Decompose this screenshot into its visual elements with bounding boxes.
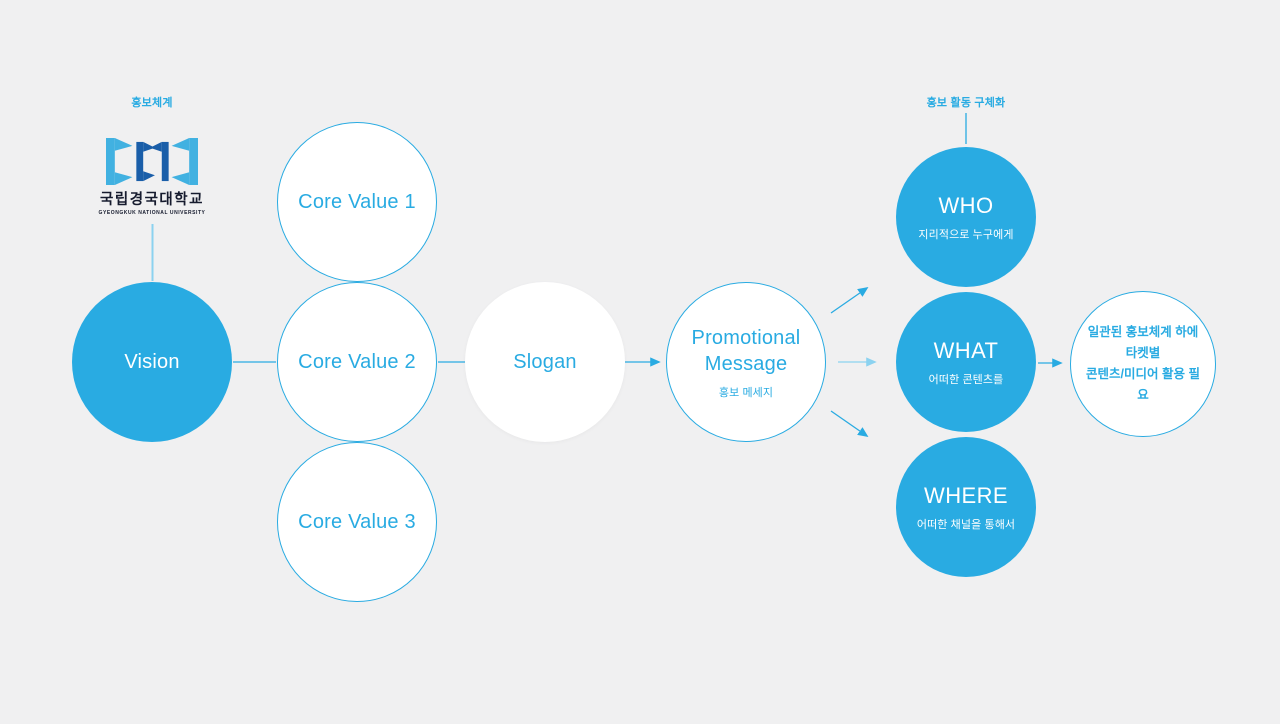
arrow-promotional-message-to-who — [830, 286, 869, 314]
node-where-sublabel: 어떠한 채널을 통해서 — [916, 518, 1016, 531]
node-what: WHAT 어떠한 콘텐츠를 — [896, 292, 1036, 432]
node-note-line1: 일관된 홍보체계 하에 타켓별 — [1087, 324, 1199, 360]
arrow-promotional-message-to-where — [830, 410, 869, 438]
section-label-promotion-system: 홍보체계 — [131, 97, 173, 109]
node-note-text: 일관된 홍보체계 하에 타켓별 콘텐츠/미디어 활용 필요 — [1081, 322, 1205, 407]
node-core-value-1-label: Core Value 1 — [298, 191, 416, 213]
node-note: 일관된 홍보체계 하에 타켓별 콘텐츠/미디어 활용 필요 — [1070, 291, 1216, 437]
node-core-value-3-label: Core Value 3 — [298, 511, 416, 533]
node-vision-label: Vision — [124, 351, 180, 373]
node-core-value-2-label: Core Value 2 — [298, 351, 416, 373]
node-core-value-3: Core Value 3 — [277, 442, 437, 602]
node-promotional-message: Promotional Message 홍보 메세지 — [666, 282, 826, 442]
node-who-label: WHO — [938, 192, 994, 218]
node-core-value-1: Core Value 1 — [277, 122, 437, 282]
university-logo: 국립경국대학교 GYEONGKUK NATIONAL UNIVERSITY — [72, 138, 232, 216]
node-promotional-message-sublabel: 홍보 메세지 — [718, 386, 774, 399]
node-vision: Vision — [72, 282, 232, 442]
node-who-sublabel: 지리적으로 누구에게 — [918, 228, 1014, 241]
node-where: WHERE 어떠한 채널을 통해서 — [896, 437, 1036, 577]
university-logo-mark-icon — [106, 138, 198, 185]
node-who: WHO 지리적으로 누구에게 — [896, 147, 1036, 287]
node-core-value-2: Core Value 2 — [277, 282, 437, 442]
node-promotional-message-label: Promotional Message — [691, 326, 801, 375]
node-slogan-label: Slogan — [513, 351, 577, 373]
node-slogan: Slogan — [465, 282, 625, 442]
node-where-label: WHERE — [924, 482, 1008, 508]
node-note-line2: 콘텐츠/미디어 활용 필요 — [1086, 367, 1200, 403]
node-what-sublabel: 어떠한 콘텐츠를 — [928, 373, 1004, 386]
university-name-english: GYEONGKUK NATIONAL UNIVERSITY — [98, 210, 206, 216]
section-label-promotion-activities: 홍보 활동 구체화 — [926, 97, 1006, 109]
node-what-label: WHAT — [933, 337, 999, 363]
university-name-korean: 국립경국대학교 — [100, 192, 204, 208]
